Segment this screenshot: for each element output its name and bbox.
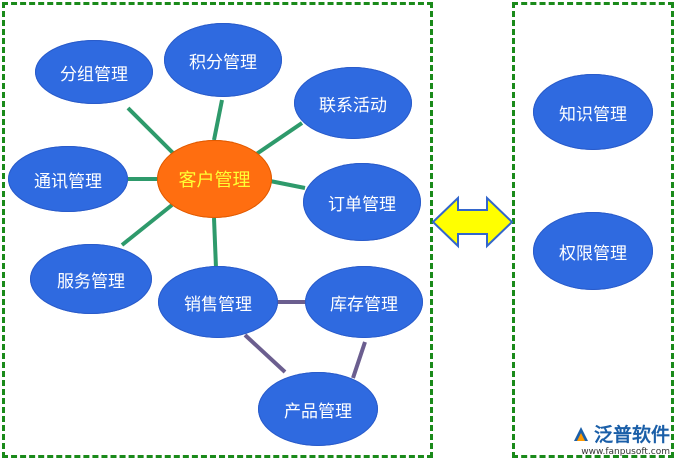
spoke-group: [126, 106, 182, 162]
link-inventory-product: [351, 341, 367, 379]
link-sales-product: [243, 333, 287, 374]
node-group: 分组管理: [35, 40, 153, 104]
watermark-brand: 泛普软件: [593, 424, 670, 446]
node-knowledge: 知识管理: [533, 74, 653, 150]
left-panel: [2, 2, 433, 458]
node-service: 服务管理: [30, 244, 152, 314]
double-arrow-icon: [431, 195, 514, 249]
node-comm: 通讯管理: [8, 146, 128, 212]
node-inventory: 库存管理: [305, 266, 423, 338]
spoke-points: [212, 99, 224, 141]
spoke-order: [269, 179, 306, 190]
spoke-service: [120, 203, 174, 247]
node-contact: 联系活动: [294, 67, 412, 139]
spoke-sales: [212, 217, 218, 269]
node-sales: 销售管理: [158, 266, 278, 338]
node-center: 客户管理: [157, 140, 272, 218]
brand-logo-icon: [573, 426, 588, 441]
spoke-contact: [253, 121, 304, 157]
watermark-url: www.fanpusoft.com: [581, 447, 670, 457]
watermark: 泛普软件 www.fanpusoft.com: [572, 420, 670, 457]
node-permission: 权限管理: [533, 212, 653, 290]
node-points: 积分管理: [164, 23, 282, 97]
right-panel: [512, 2, 674, 458]
node-order: 订单管理: [303, 163, 421, 241]
node-product: 产品管理: [258, 372, 378, 446]
